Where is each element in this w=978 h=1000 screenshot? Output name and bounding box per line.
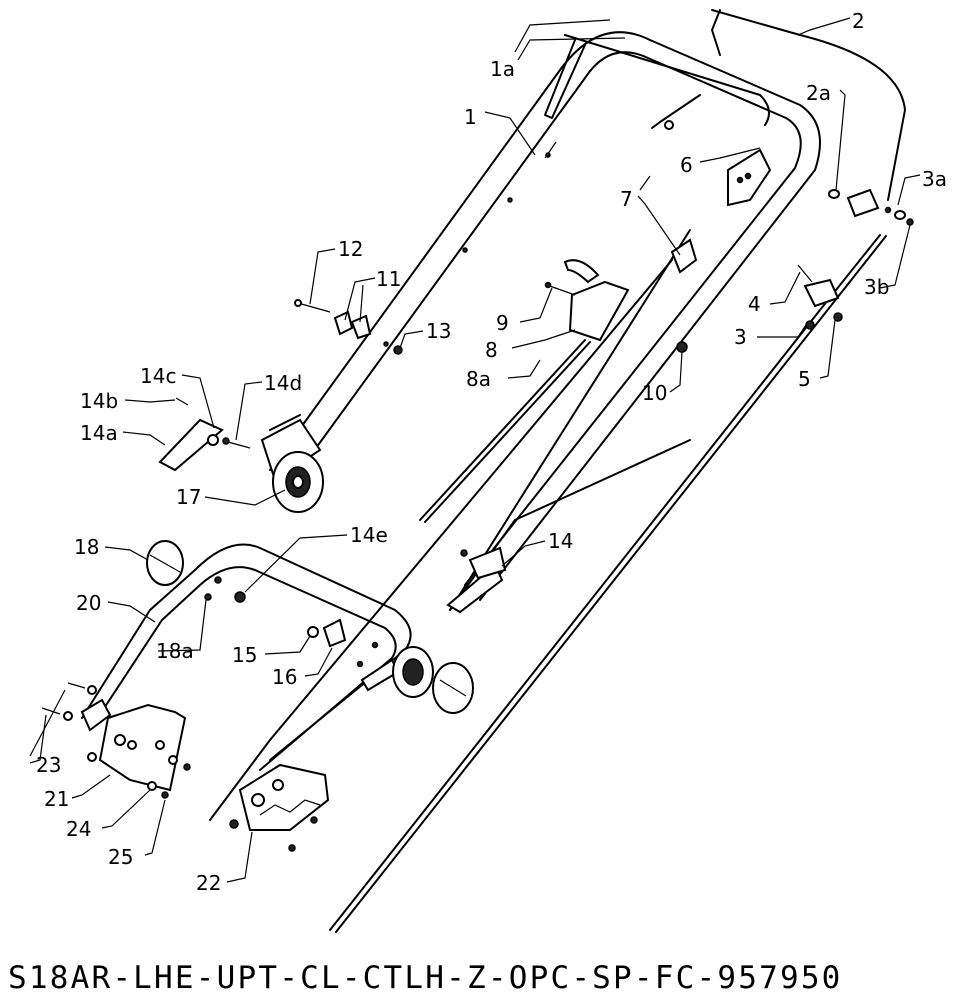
callout-13: 13: [426, 319, 451, 343]
height-plate-part-21: [98, 703, 187, 792]
height-adjust-lever-14a: [158, 397, 251, 472]
callout-1a: 1a: [490, 57, 515, 81]
leader-lines: [29, 17, 921, 883]
callout-2a: 2a: [806, 81, 831, 105]
callout-16: 16: [272, 665, 297, 689]
nut-part-14e: [234, 591, 246, 603]
callout-14a: 14a: [80, 421, 118, 445]
callout-22: 22: [196, 871, 221, 895]
model-code-label: S18AR-LHE-UPT-CL-CTLH-Z-OPC-SP-FC-957950: [8, 960, 843, 996]
callout-20: 20: [76, 591, 101, 615]
callout-9: 9: [496, 311, 509, 335]
callout-12: 12: [338, 237, 363, 261]
callout-23: 23: [36, 753, 61, 777]
callout-11: 11: [376, 267, 401, 291]
height-adjust-lever-14: [446, 546, 507, 614]
control-cable-part-3: [329, 234, 887, 933]
callout-3: 3: [734, 325, 747, 349]
callout-14e: 14e: [350, 523, 388, 547]
callout-17: 17: [176, 485, 201, 509]
callout-14b: 14b: [80, 389, 118, 413]
lower-handle-right-rail: [449, 229, 691, 611]
bracket-parts-15-16: [307, 618, 379, 668]
bolts-washers-nuts-23-24-25: [41, 682, 191, 799]
callout-14: 14: [548, 529, 573, 553]
cable-part-7: [209, 238, 698, 821]
callout-4: 4: [748, 292, 761, 316]
callout-15: 15: [232, 643, 257, 667]
bracket-part-6: [727, 148, 772, 207]
shift-rod-part-8a: [419, 339, 591, 523]
hardware-2a-3a-3b: [828, 189, 914, 226]
callout-18a: 18a: [156, 639, 194, 663]
callout-6: 6: [680, 153, 693, 177]
callout-24: 24: [66, 817, 91, 841]
upper-handle-part-1: [269, 31, 821, 601]
callout-5: 5: [798, 367, 811, 391]
callout-2: 2: [852, 9, 865, 33]
lower-handle-part-20: [80, 543, 412, 771]
operator-bail-part-2: [711, 9, 906, 218]
lower-wheel-and-knob: [392, 646, 474, 714]
callout-3b: 3b: [864, 275, 889, 299]
callout-8: 8: [485, 338, 498, 362]
nut-part-10: [676, 341, 688, 353]
callout-1: 1: [464, 105, 477, 129]
callout-8a: 8a: [466, 367, 491, 391]
callout-18: 18: [74, 535, 99, 559]
bail-bar-part-1a: [544, 34, 770, 130]
callout-21: 21: [44, 787, 69, 811]
callout-3a: 3a: [922, 167, 947, 191]
callout-7: 7: [620, 187, 633, 211]
callout-14d: 14d: [264, 371, 302, 395]
handle-knob-hardware-11-12-13: [294, 299, 403, 355]
height-plate-part-22: [229, 763, 330, 852]
wheel-part-17: [272, 451, 324, 513]
shift-lever-part-8: [544, 259, 630, 342]
callout-14c: 14c: [140, 364, 176, 388]
callout-25: 25: [108, 845, 133, 869]
exploded-parts-diagram: 1a 1 2 2a 3a 3b 3 4 5 6 7 8 8a 9 10 11 1…: [29, 9, 947, 933]
callout-10: 10: [642, 381, 667, 405]
callout-labels: 1a 1 2 2a 3a 3b 3 4 5 6 7 8 8a 9 10 11 1…: [36, 9, 947, 895]
knob-part-18: [146, 540, 222, 601]
